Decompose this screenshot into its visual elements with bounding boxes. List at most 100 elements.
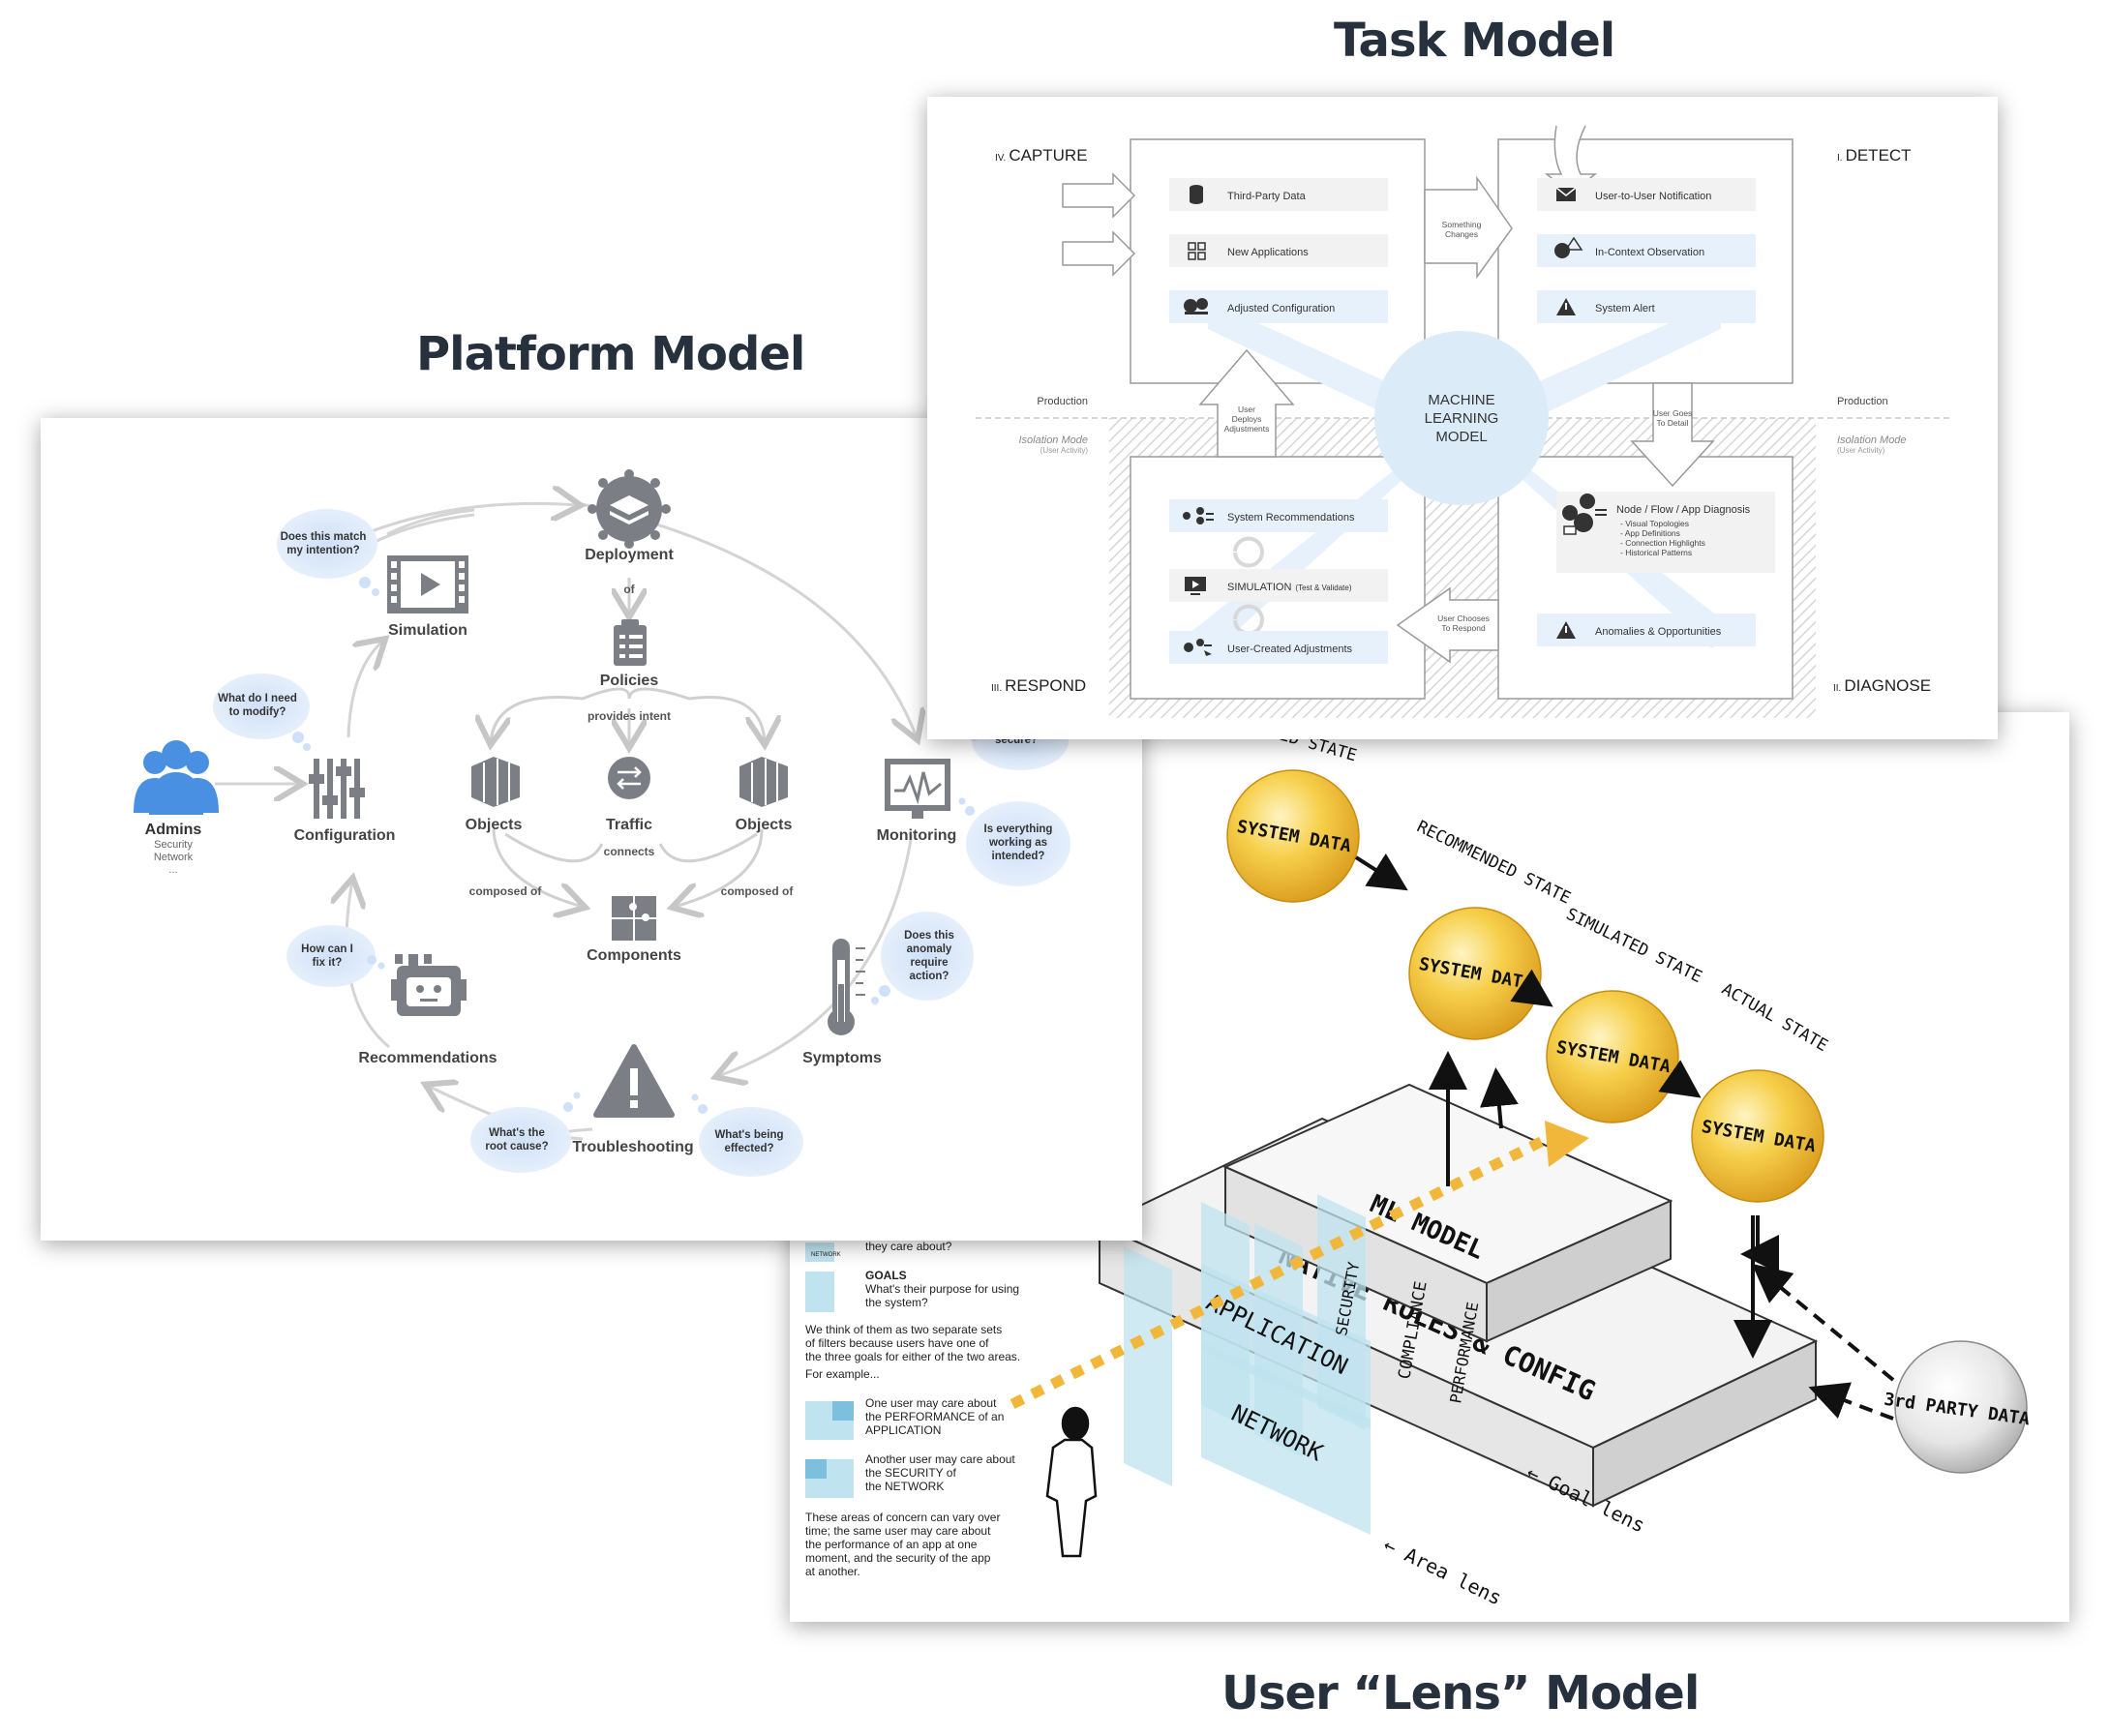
bubble-text: Does this match — [281, 531, 367, 543]
cycle-icon — [1233, 536, 1264, 568]
warning-icon — [593, 1044, 675, 1118]
connects-label: connects — [604, 845, 655, 858]
bubble-text: effected? — [724, 1143, 773, 1154]
objects-left-label: Objects — [466, 817, 523, 833]
recommend-nodes-icon — [1183, 507, 1214, 524]
robot-icon — [391, 954, 467, 1016]
bubble-text: working as — [988, 837, 1047, 849]
bubble-text: What's the — [489, 1127, 545, 1139]
capture-item-1: Third-Party Data — [1227, 191, 1307, 202]
path-arrowhead — [1545, 1121, 1589, 1167]
state-actual: ACTUAL STATE — [1718, 979, 1830, 1056]
notes-line1: they care about? — [865, 1240, 952, 1253]
user-deploys-1: User — [1238, 404, 1255, 414]
bubble-effected: What's being effected? — [691, 1093, 803, 1177]
ml-line3: MODEL — [1435, 429, 1487, 445]
diagnose-num: II. — [1833, 683, 1841, 694]
notes-close-4: moment, and the security of the app — [805, 1551, 991, 1565]
detect-item-3: System Alert — [1595, 303, 1655, 314]
lens-planes — [1124, 1194, 1371, 1535]
respond-item-2: SIMULATION(Test & Validate) — [1227, 582, 1352, 593]
diagnose-list-3: - Connection Highlights — [1620, 538, 1705, 548]
bubble-need-modify: What do I need to modify? — [213, 673, 311, 751]
mail-icon — [1555, 187, 1577, 201]
mini-tag-stack — [805, 1272, 834, 1312]
third-party-arrows — [1751, 1263, 1895, 1421]
notes-ex2-3: the NETWORK — [865, 1480, 944, 1493]
production-right: Production — [1837, 396, 1888, 407]
adjust-icon — [1184, 639, 1212, 656]
sphere-third-party: 3rd PARTY DATA — [1883, 1340, 2032, 1474]
notes-para-2: of filters because users have one of — [805, 1336, 989, 1350]
task-model-card: MACHINE LEARNING MODEL Something Changes… — [927, 97, 1998, 739]
notes-para-4: For example... — [805, 1367, 880, 1381]
diagnose-anomalies: Anomalies & Opportunities — [1595, 626, 1722, 638]
detect-label: DETECT — [1846, 146, 1912, 165]
composed-of-left: composed of — [469, 884, 543, 898]
admins-label: Admins — [145, 822, 202, 838]
bubble-fix-it: How can I fix it? — [286, 925, 385, 987]
capture-item — [1169, 178, 1388, 211]
sphere-actual: SYSTEM DATA — [1691, 1069, 1824, 1203]
something-changes-2: Changes — [1445, 229, 1478, 239]
svg-text:IV.CAPTURE: IV.CAPTURE — [995, 146, 1088, 165]
config-users-icon — [1184, 298, 1208, 314]
mini-tag — [805, 1242, 834, 1262]
notes-para-1: We think of them as two separate sets — [805, 1323, 1002, 1336]
users-icon — [134, 740, 219, 815]
database-icon — [1190, 185, 1203, 204]
deployment-icon — [588, 469, 671, 549]
task-model-title: Task Model — [1334, 14, 1615, 68]
mini-label-network: NETWORK — [811, 1252, 841, 1258]
bubble-text: action? — [910, 971, 950, 982]
ml-line2: LEARNING — [1425, 410, 1499, 427]
admins-more: ... — [168, 864, 177, 876]
sphere-recommended: SYSTEM DATA — [1408, 907, 1542, 1040]
respond-item-highlight — [1169, 499, 1388, 532]
diagnosis-users-icon — [1562, 494, 1607, 535]
capture-num: IV. — [995, 153, 1006, 164]
composed-of-right: composed of — [721, 884, 795, 898]
user-deploys-3: Adjustments — [1224, 424, 1270, 434]
traffic-icon — [608, 757, 650, 799]
recommendations-label: Recommendations — [358, 1050, 497, 1066]
ml-model-circle — [1374, 331, 1549, 505]
respond-label: RESPOND — [1005, 676, 1086, 695]
capture-item-2: New Applications — [1227, 247, 1309, 258]
flow-arrows — [1062, 125, 1715, 664]
bubble-text: How can I — [301, 943, 353, 955]
lens-notes: NETWORK they care about? GOALS What's th… — [805, 1240, 1020, 1578]
user-chooses-1: User Chooses — [1437, 614, 1490, 623]
cycle-arrows — [215, 503, 917, 1146]
diagnose-main: Node / Flow / App Diagnosis — [1616, 504, 1751, 516]
traffic-label: Traffic — [606, 817, 652, 833]
monitoring-label: Monitoring — [877, 827, 957, 844]
user-goes-2: To Detail — [1656, 418, 1688, 428]
user-activity-right: (User Activity) — [1837, 446, 1885, 455]
screen-icon — [1185, 577, 1206, 595]
user-chooses-2: To Respond — [1441, 623, 1486, 633]
components-label: Components — [587, 947, 681, 964]
bubble-text: fix it? — [313, 957, 343, 969]
person-figure — [1045, 1406, 1098, 1558]
svg-text:I.DETECT: I.DETECT — [1837, 146, 1912, 165]
diagnose-label: DIAGNOSE — [1844, 676, 1931, 695]
simulation-label: Simulation — [388, 622, 467, 639]
capture-label: CAPTURE — [1009, 146, 1087, 165]
notes-ex1-1: One user may care about — [865, 1396, 997, 1410]
ml-line1: MACHINE — [1428, 392, 1494, 408]
symptoms-label: Symptoms — [802, 1050, 882, 1066]
lens-model-card: NETWORK they care about? GOALS What's th… — [790, 712, 2069, 1622]
notes-ex2-1: Another user may care about — [865, 1452, 1015, 1466]
lens-model-title: User “Lens” Model — [1221, 1666, 1700, 1721]
sphere-simulated: SYSTEM DATA — [1546, 990, 1679, 1123]
isolation-right: Isolation Mode — [1837, 434, 1907, 446]
bubble-text: require — [911, 957, 949, 969]
observation-icon — [1554, 236, 1583, 258]
box-icon — [471, 757, 520, 807]
bubble-root-cause: What's the root cause? — [470, 1092, 581, 1173]
inner-arrows — [491, 578, 765, 907]
admins-network: Network — [154, 852, 194, 863]
provides-intent-label: provides intent — [588, 709, 671, 723]
bubble-text: What's being — [714, 1129, 783, 1141]
